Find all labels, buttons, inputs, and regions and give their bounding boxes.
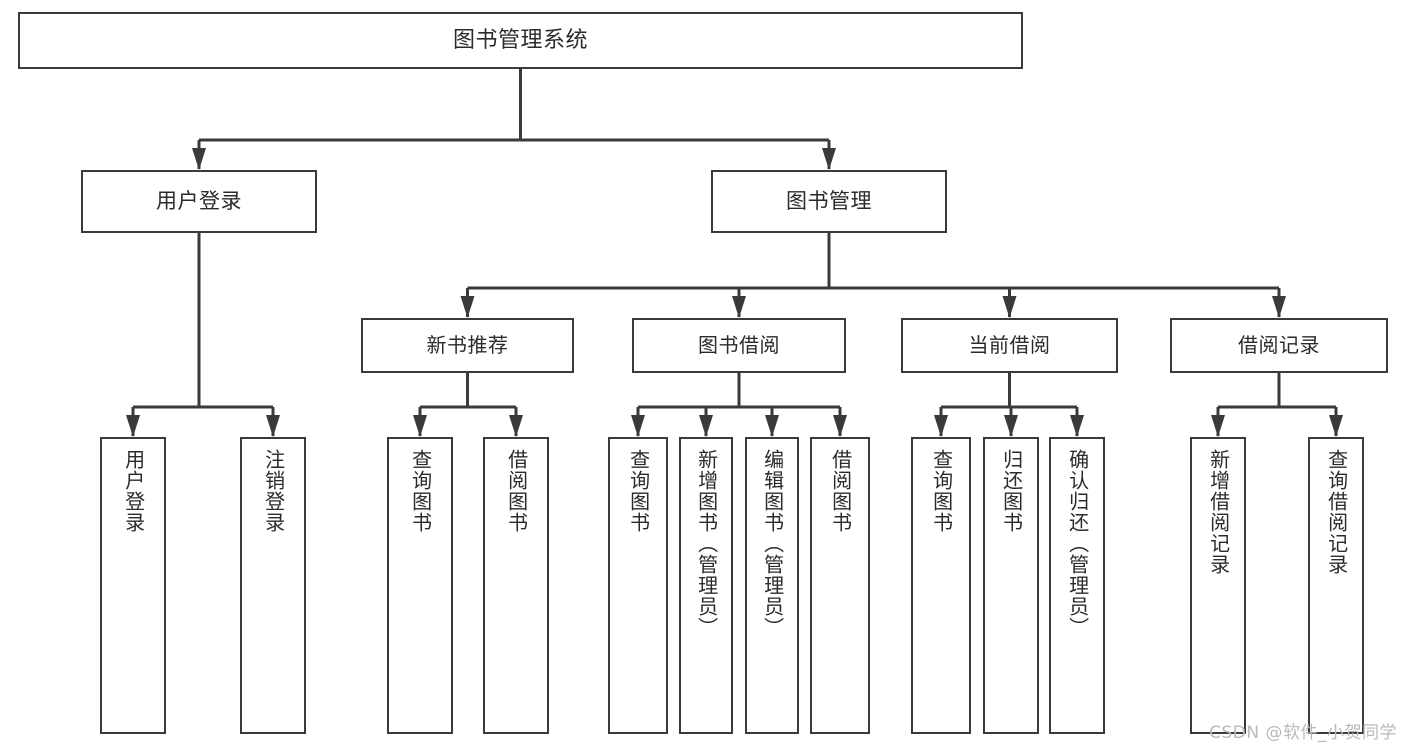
- node-borrow-record[interactable]: 借阅记录: [1170, 318, 1388, 373]
- node-leaf-bb-borrow[interactable]: 借阅图书: [810, 437, 870, 734]
- node-leaf-cb-confirm[interactable]: 确认归还（管理员）: [1049, 437, 1105, 734]
- node-label: 新书推荐: [426, 332, 509, 357]
- node-label: 确认归还（管理员）: [1065, 449, 1090, 638]
- node-label: 归还图书: [999, 449, 1024, 533]
- node-label: 图书管理: [786, 189, 872, 214]
- node-root[interactable]: 图书管理系统: [18, 12, 1023, 69]
- node-new-book-rec[interactable]: 新书推荐: [361, 318, 574, 373]
- watermark: CSDN @软件_小贺同学: [1209, 723, 1397, 743]
- node-user-login[interactable]: 用户登录: [81, 170, 317, 233]
- node-book-manage[interactable]: 图书管理: [711, 170, 947, 233]
- node-label: 查询借阅记录: [1324, 449, 1349, 575]
- node-leaf-bb-edit[interactable]: 编辑图书（管理员）: [745, 437, 799, 734]
- node-label: 用户登录: [156, 189, 242, 214]
- node-leaf-cb-return[interactable]: 归还图书: [983, 437, 1039, 734]
- node-label: 新增图书（管理员）: [694, 449, 719, 638]
- node-label: 查询图书: [929, 449, 954, 533]
- node-label: 查询图书: [626, 449, 651, 533]
- node-leaf-br-add[interactable]: 新增借阅记录: [1190, 437, 1246, 734]
- node-label: 图书借阅: [698, 332, 780, 357]
- node-book-borrow[interactable]: 图书借阅: [632, 318, 846, 373]
- node-label: 借阅图书: [504, 449, 529, 533]
- node-leaf-user-login[interactable]: 用户登录: [100, 437, 166, 734]
- node-current-borrow[interactable]: 当前借阅: [901, 318, 1118, 373]
- node-leaf-rec-borrow[interactable]: 借阅图书: [483, 437, 549, 734]
- node-label: 编辑图书（管理员）: [760, 449, 785, 638]
- node-label: 图书管理系统: [452, 27, 588, 53]
- node-leaf-bb-query[interactable]: 查询图书: [608, 437, 668, 734]
- node-label: 新增借阅记录: [1206, 449, 1231, 575]
- node-leaf-bb-add[interactable]: 新增图书（管理员）: [679, 437, 733, 734]
- node-label: 借阅记录: [1238, 332, 1320, 357]
- node-leaf-br-query[interactable]: 查询借阅记录: [1308, 437, 1364, 734]
- node-label: 注销登录: [261, 449, 286, 533]
- node-leaf-cb-query[interactable]: 查询图书: [911, 437, 971, 734]
- node-label: 查询图书: [408, 449, 433, 533]
- node-label: 当前借阅: [968, 332, 1051, 357]
- node-leaf-user-logout[interactable]: 注销登录: [240, 437, 306, 734]
- node-label: 借阅图书: [828, 449, 853, 533]
- node-leaf-rec-query[interactable]: 查询图书: [387, 437, 453, 734]
- node-label: 用户登录: [121, 449, 146, 533]
